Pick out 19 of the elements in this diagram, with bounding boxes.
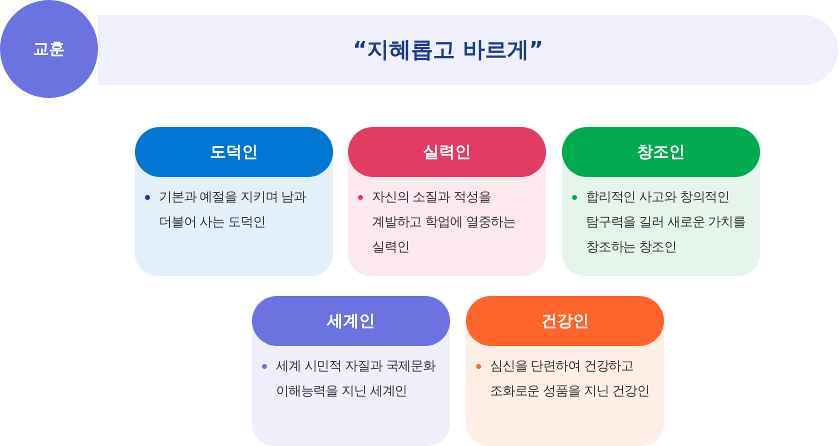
topic-label: 교훈 (33, 38, 65, 60)
description-text: 자신의 소질과 적성을 계발하고 학업에 열중하는 실력인 (372, 190, 516, 255)
card-heading: 실력인 (348, 127, 546, 177)
value-card (135, 127, 333, 276)
value-card (252, 296, 450, 446)
value-card (562, 127, 760, 276)
card-heading: 세계인 (252, 296, 450, 346)
topic-circle (0, 0, 98, 98)
card-heading: 도덕인 (135, 127, 333, 177)
value-card (348, 127, 546, 276)
card-heading: 건강인 (466, 296, 664, 346)
card-heading: 창조인 (562, 127, 760, 177)
motto-text: “지혜롭고 바르게” (352, 37, 544, 65)
description-text: 기본과 예절을 지키며 남과 더불어 사는 도덕인 (159, 190, 306, 230)
description-text: 세계 시민적 자질과 국제문화 이해능력을 지닌 세계인 (276, 359, 436, 399)
motto-banner (98, 15, 838, 85)
description-text: 합리적인 사고와 창의적인 탐구력을 길러 새로운 가치를 창조하는 창조인 (586, 190, 746, 255)
description-text: 심신을 단련하여 건강하고 조화로운 성품을 지닌 건강인 (490, 359, 650, 399)
value-card (466, 296, 664, 446)
